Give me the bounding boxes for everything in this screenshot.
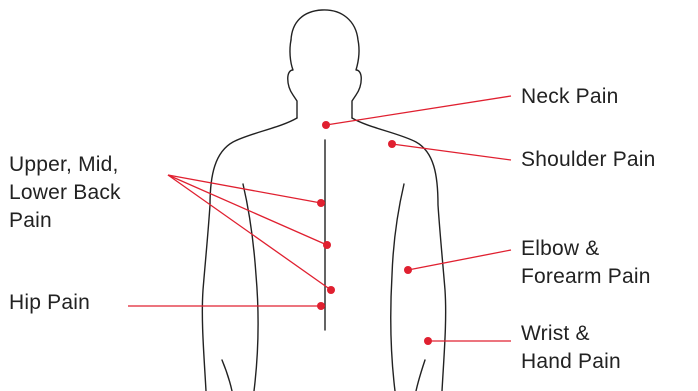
- shoulder-marker: [388, 140, 396, 148]
- right-inner-arm: [391, 184, 404, 391]
- left-torso-line: [222, 360, 232, 391]
- right-arm-outline: [352, 118, 446, 391]
- back-leader-lower: [168, 175, 331, 290]
- wrist-hand-pain-label: Wrist & Hand Pain: [521, 320, 621, 376]
- left-inner-arm: [243, 184, 258, 391]
- neck-pain-label: Neck Pain: [521, 83, 619, 111]
- neck-leader: [326, 96, 511, 125]
- lower-back-marker: [327, 286, 335, 294]
- back-pain-label: Upper, Mid, Lower Back Pain: [9, 151, 121, 235]
- pain-markers: [317, 121, 432, 345]
- mid-back-marker: [323, 241, 331, 249]
- back-leader-mid: [168, 175, 327, 245]
- neck-marker: [322, 121, 330, 129]
- elbow-forearm-pain-label: Elbow & Forearm Pain: [521, 235, 651, 291]
- elbow-marker: [404, 266, 412, 274]
- right-torso-line: [416, 360, 425, 391]
- shoulder-leader: [392, 144, 511, 160]
- shoulder-pain-label: Shoulder Pain: [521, 146, 656, 174]
- head-outline: [291, 10, 361, 118]
- elbow-leader: [408, 250, 511, 270]
- wrist-marker: [424, 337, 432, 345]
- upper-back-marker: [317, 199, 325, 207]
- left-arm-outline: [202, 118, 297, 391]
- hip-marker: [317, 302, 325, 310]
- head-outline-left: [288, 40, 297, 118]
- back-leader-upper: [168, 175, 321, 203]
- hip-pain-label: Hip Pain: [9, 289, 90, 317]
